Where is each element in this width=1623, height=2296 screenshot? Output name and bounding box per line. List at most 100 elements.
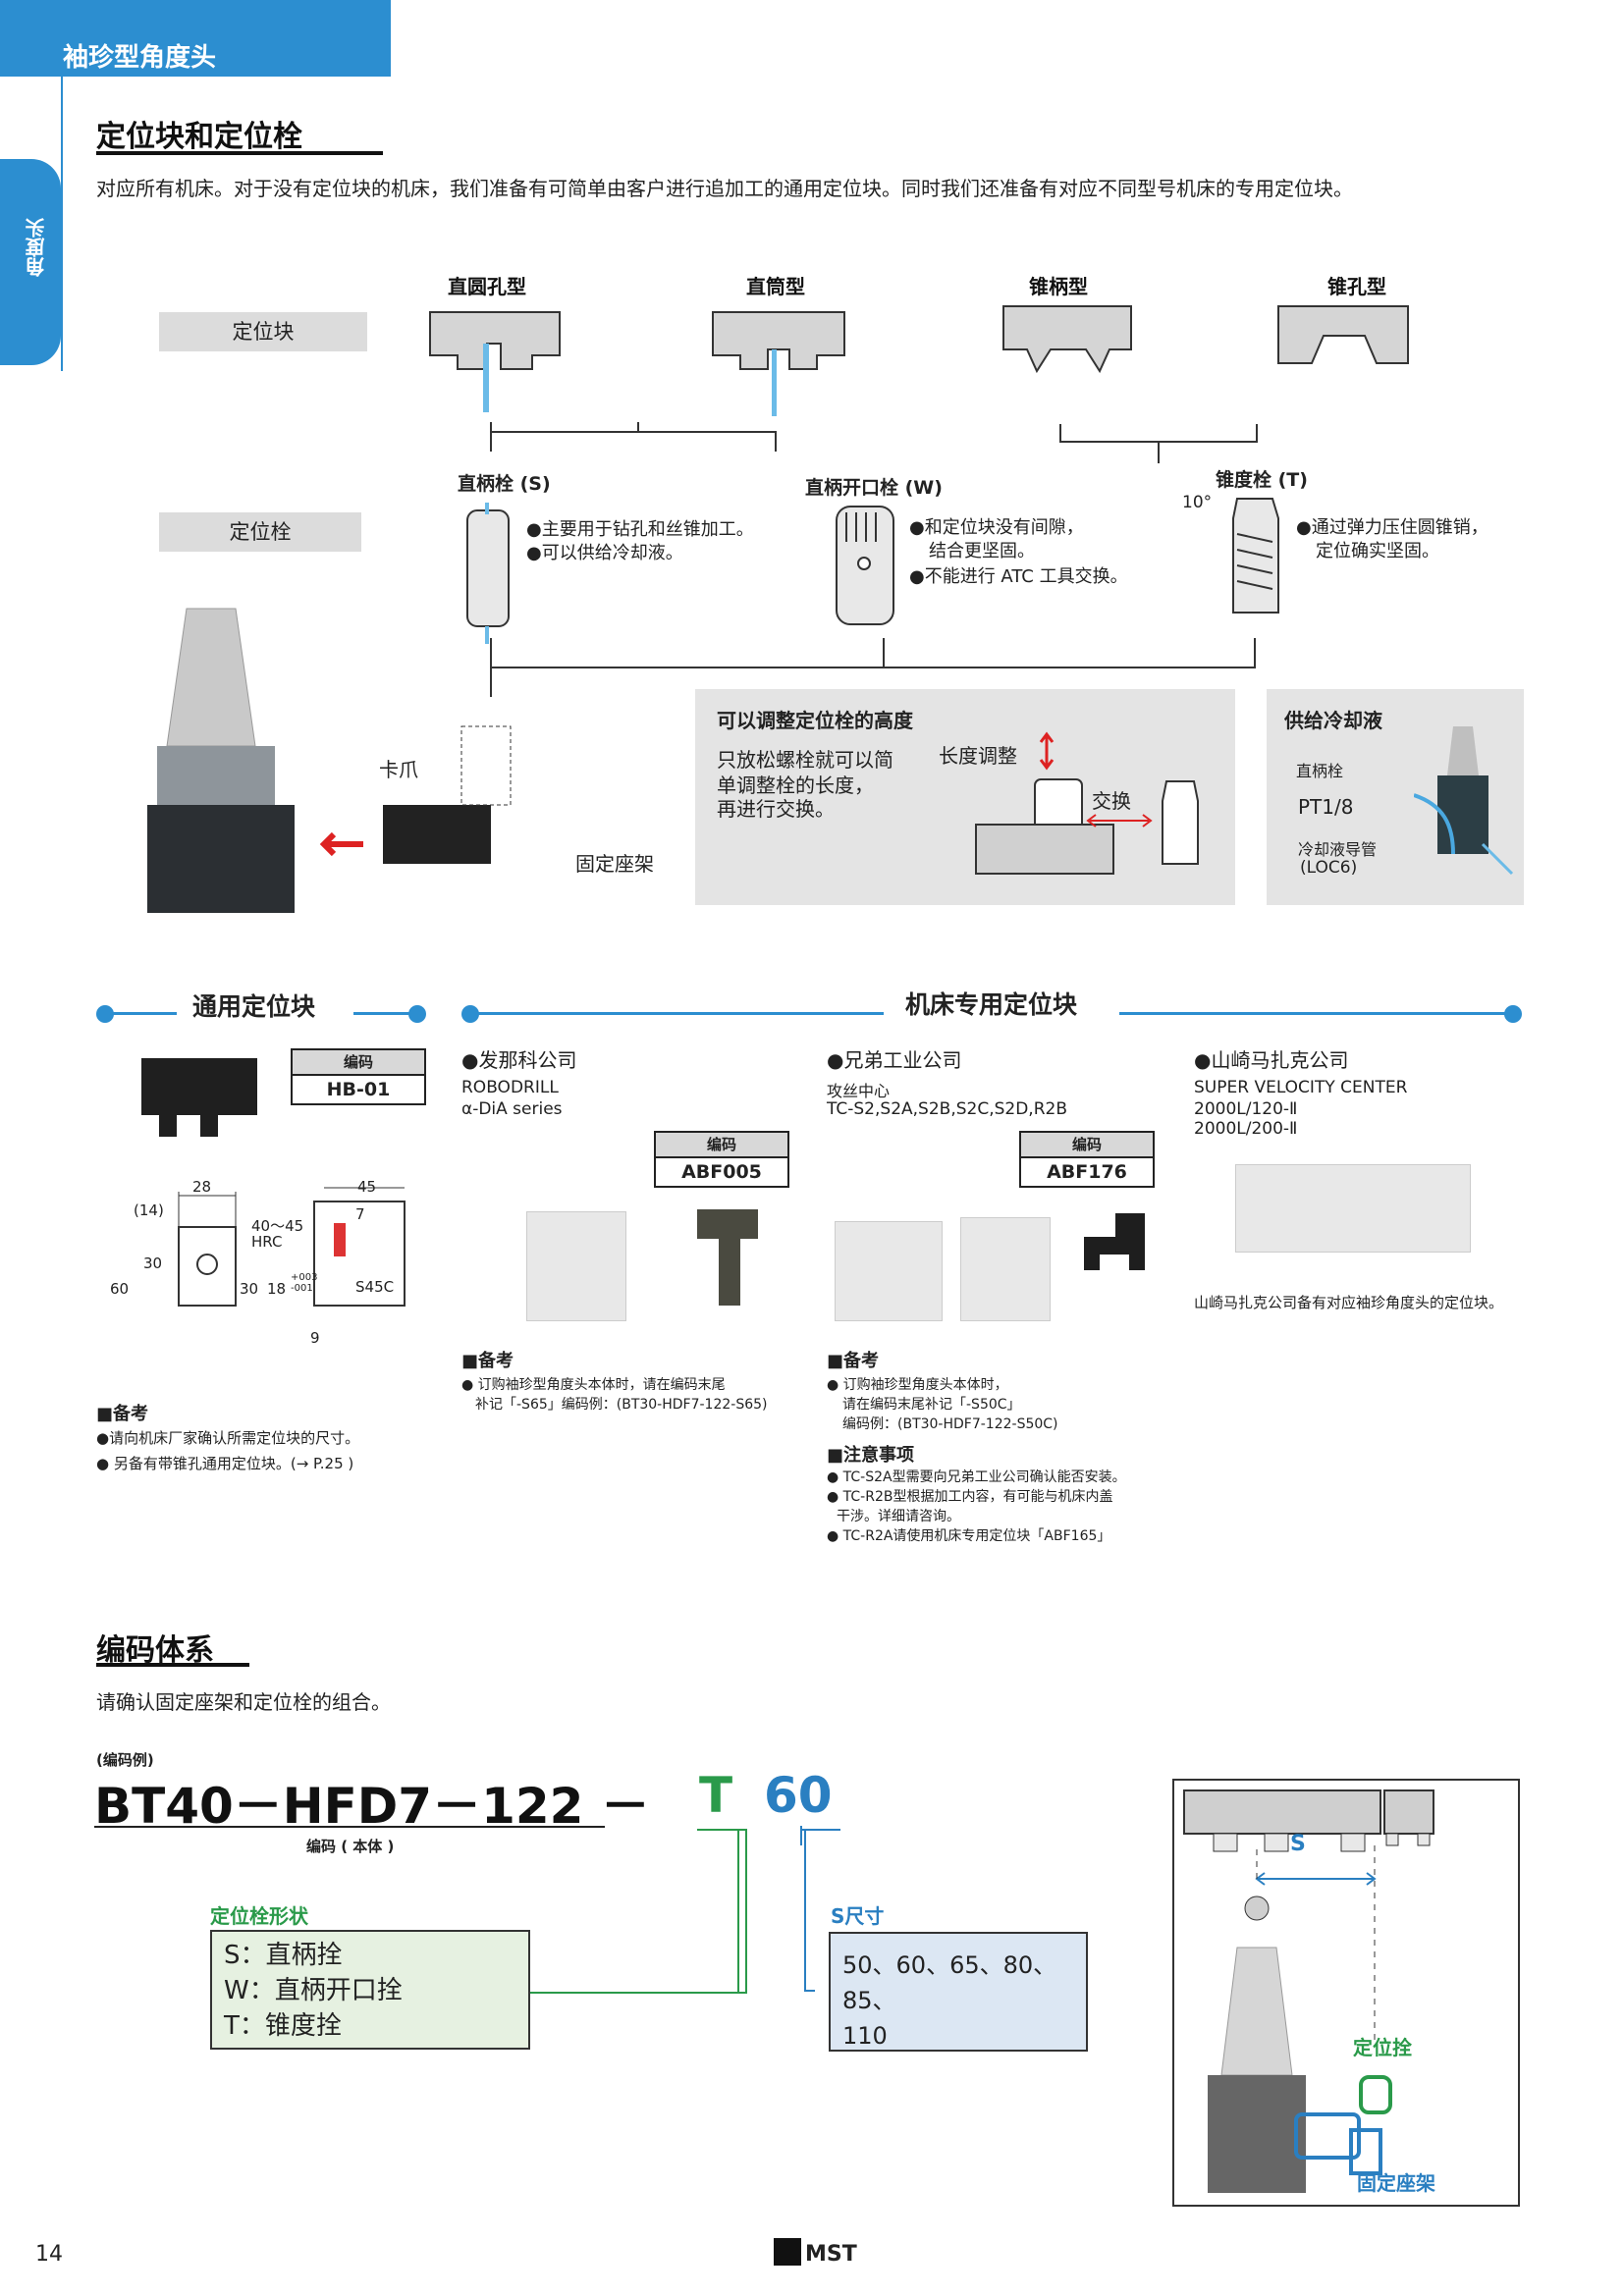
general-note-title: ■备考	[96, 1404, 149, 1424]
pin-name-t: 锥度栓 (T)	[1216, 469, 1308, 491]
pin-w-desc-3: ●不能进行 ATC 工具交换。	[909, 566, 1128, 587]
dim-s45c: S45C	[355, 1278, 395, 1296]
block-type-label: 锥柄型	[1029, 275, 1088, 298]
coolant-jet	[483, 344, 489, 412]
mazak-model-1: SUPER VELOCITY CENTER	[1194, 1078, 1408, 1097]
code-head: 编码	[656, 1133, 787, 1158]
adjust-text-1: 只放松螺栓就可以简	[717, 748, 893, 772]
taper-angle-label: 10°	[1182, 493, 1213, 512]
side-rule	[61, 77, 63, 371]
brother-machine-image-1	[835, 1221, 943, 1321]
taper-shank-block	[1002, 305, 1132, 374]
pin-w-desc-2: 结合更坚固。	[929, 541, 1035, 561]
general-block-image	[141, 1058, 257, 1137]
code-size-number: 60	[764, 1767, 833, 1824]
fanuc-model-2: α-DiA series	[461, 1099, 563, 1119]
dim-7: 7	[355, 1205, 365, 1223]
brother-model-2: TC-S2,S2A,S2B,S2C,S2D,R2B	[827, 1099, 1067, 1119]
mst-logo-mark	[774, 2238, 801, 2266]
diagram-pin-label: 定位拴	[1353, 2036, 1412, 2059]
code-pin-letter: T	[699, 1767, 733, 1824]
header-tab: 袖珍型角度头	[0, 0, 391, 77]
section-title-coding: 编码体系	[96, 1633, 214, 1668]
machine-dot-left	[461, 1005, 479, 1023]
straight-tube-block	[712, 311, 845, 370]
dim-30b: 30	[240, 1280, 259, 1298]
brother-machine-image-2	[960, 1217, 1051, 1321]
section-title-underline	[96, 151, 383, 155]
fanuc-note-title: ■备考	[461, 1351, 514, 1371]
adjust-title: 可以调整定位栓的高度	[717, 709, 913, 732]
section2-intro: 请确认固定座架和定位栓的组合。	[96, 1690, 391, 1714]
pin-s-desc-2: ●可以供给冷却液。	[526, 543, 683, 563]
holder-diagram-box	[1172, 1779, 1520, 2207]
general-note-1: ●请向机床厂家确认所需定位块的尺寸。	[96, 1429, 360, 1447]
coolant-head-image	[1414, 726, 1514, 876]
dim-28: 28	[192, 1178, 212, 1196]
code-body-label: 编码 ( 本体 )	[306, 1838, 395, 1855]
adjust-panel	[695, 689, 1235, 905]
holder-diagram	[1183, 1789, 1434, 2193]
general-dot-right	[408, 1005, 426, 1023]
pin-t-desc-1: ●通过弹力压住圆锥销，	[1296, 517, 1488, 538]
coolant-loc-label: (LOC6)	[1300, 858, 1358, 878]
pin-shape-w: W：直柄开口拴	[224, 1976, 403, 2005]
brother-note-title: ■备考	[827, 1351, 880, 1371]
pin-s-desc-1: ●主要用于钻孔和丝锥加工。	[526, 519, 754, 540]
fanuc-note-1: ● 订购袖珍型角度头本体时，请在编码末尾	[461, 1377, 726, 1393]
code-example-label: (编码例)	[96, 1751, 154, 1769]
general-note-2: ● 另备有带锥孔通用定位块。(→ P.25 )	[96, 1455, 354, 1472]
block-type-label: 直圆孔型	[448, 275, 526, 298]
brother-code-box: 编码 ABF176	[1019, 1131, 1155, 1188]
machine-block-title: 机床专用定位块	[905, 990, 1078, 1019]
general-code-box: 编码 HB-01	[291, 1048, 426, 1105]
s-size-title: S尺寸	[831, 1904, 885, 1928]
pin-w-desc-1: ●和定位块没有间隙，	[909, 517, 1084, 538]
fanuc-model-1: ROBODRILL	[461, 1078, 559, 1097]
holder-label: 固定座架	[575, 852, 654, 876]
label-block: 定位块	[159, 312, 367, 351]
coolant-tube-label: 冷却液导管	[1298, 840, 1378, 859]
code-head: 编码	[293, 1050, 424, 1076]
pin-name-w: 直柄开口栓 (W)	[805, 477, 943, 499]
straight-pin-drawing	[466, 503, 510, 644]
general-block-dimension-drawing	[178, 1187, 406, 1307]
diagram-holder-label: 固定座架	[1357, 2171, 1435, 2195]
pin-name-s: 直柄栓 (S)	[458, 473, 551, 495]
code-underline	[94, 1826, 605, 1828]
taper-hole-block	[1277, 305, 1409, 364]
brother-note-2: 请在编码末尾补记「-S50C」	[842, 1397, 1021, 1413]
pin-t-desc-2: 定位确实坚固。	[1316, 541, 1439, 561]
general-dot-left	[96, 1005, 114, 1023]
brother-note-1: ● 订购袖珍型角度头本体时，	[827, 1377, 1008, 1393]
taper-pin-drawing	[1232, 498, 1279, 614]
dim-14: (14)	[134, 1201, 164, 1219]
page-number: 14	[35, 2242, 63, 2267]
mazak-note: 山崎马扎克公司备有对应袖珍角度头的定位块。	[1194, 1294, 1504, 1311]
section-title-locator: 定位块和定位栓	[96, 120, 302, 154]
coolant-title: 供给冷却液	[1284, 709, 1382, 732]
brother-company: ●兄弟工业公司	[827, 1048, 962, 1072]
s-size-box: 50、60、65、80、85、 110	[829, 1932, 1088, 2052]
swap-label: 交换	[1092, 789, 1131, 813]
brother-caution-4: ● TC-R2A请使用机床专用定位块「ABF165」	[827, 1528, 1111, 1544]
fanuc-note-2: 补记「-S65」编码例：(BT30-HDF7-122-S65)	[475, 1397, 768, 1413]
section2-underline	[96, 1663, 249, 1667]
brother-caution-title: ■注意事项	[827, 1445, 915, 1466]
label-pin: 定位栓	[159, 512, 361, 552]
adjust-diagram	[975, 731, 1199, 875]
fanuc-block-image	[697, 1209, 758, 1306]
machine-dot-right	[1504, 1005, 1522, 1023]
mazak-company: ●山崎马扎克公司	[1194, 1048, 1349, 1072]
connector-lines	[490, 422, 1258, 697]
pin-shape-t: T：锥度拴	[224, 2011, 342, 2041]
dim-18: 18	[267, 1280, 287, 1298]
side-tab: 角度头	[0, 159, 61, 365]
code-main: BT40－HFD7－122 －	[94, 1778, 650, 1835]
side-tab-label: 角度头	[25, 218, 48, 277]
fanuc-machine-image	[526, 1211, 626, 1321]
code-connector-lines-2	[530, 1829, 835, 1994]
s-size-values-2: 110	[842, 2022, 888, 2050]
claw-label: 卡爪	[379, 758, 418, 781]
fanuc-code-box: 编码 ABF005	[654, 1131, 789, 1188]
